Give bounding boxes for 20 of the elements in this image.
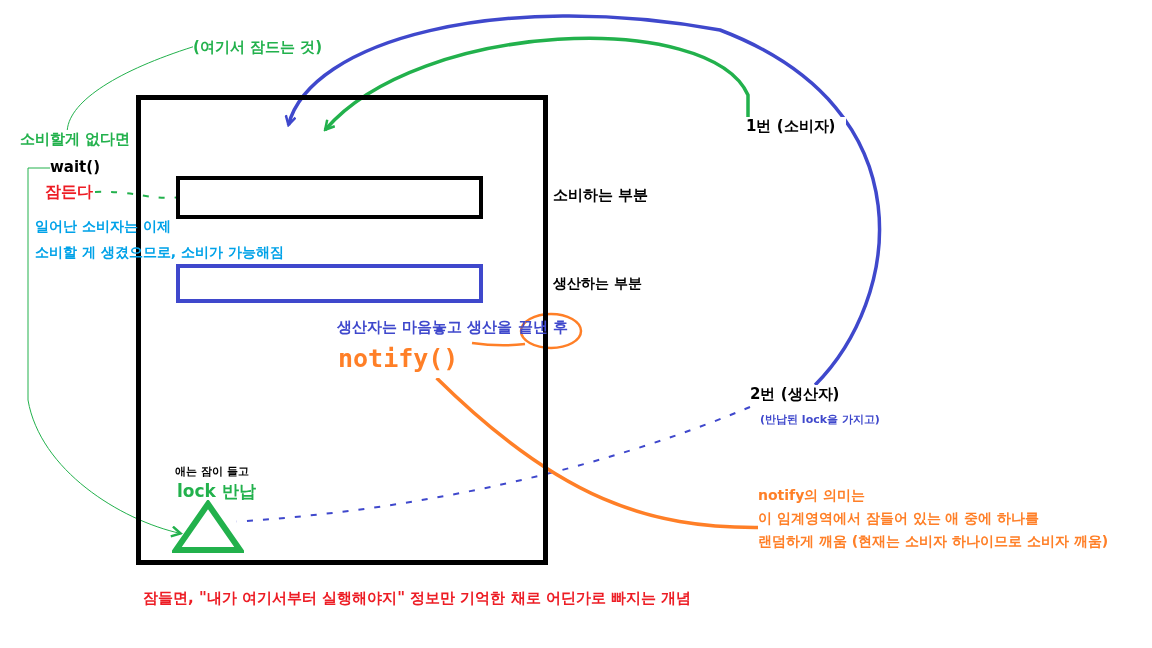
part-label: 애는 잠이 들고 <box>175 464 249 479</box>
lock-triangle <box>172 500 244 554</box>
arrow <box>323 36 750 132</box>
condition-text: 소비할게 없다면 <box>20 130 155 152</box>
arrow <box>27 167 182 538</box>
leader-line <box>66 46 194 131</box>
connector-line <box>435 376 759 530</box>
part-label: 소비하는 부분 <box>553 186 649 205</box>
role-label: 2번 (생산자) <box>750 385 840 403</box>
part-label: 생산하는 부분 <box>553 275 642 293</box>
connector-line <box>94 190 177 199</box>
producer-box <box>176 264 483 303</box>
note-text: lock 반납 <box>177 480 256 503</box>
consumer-box <box>176 176 483 219</box>
code-label: notify() <box>338 344 454 378</box>
arrow <box>286 14 881 387</box>
note-text: (반납된 lock을 가지고) <box>760 412 880 427</box>
code-label: wait() <box>50 158 100 178</box>
note-text: 잠들면, "내가 여기서부터 실행해야지" 정보만 기억한 채로 어딘가로 빠지는 개념 <box>143 589 692 608</box>
state-text: 잠든다 <box>45 182 95 202</box>
